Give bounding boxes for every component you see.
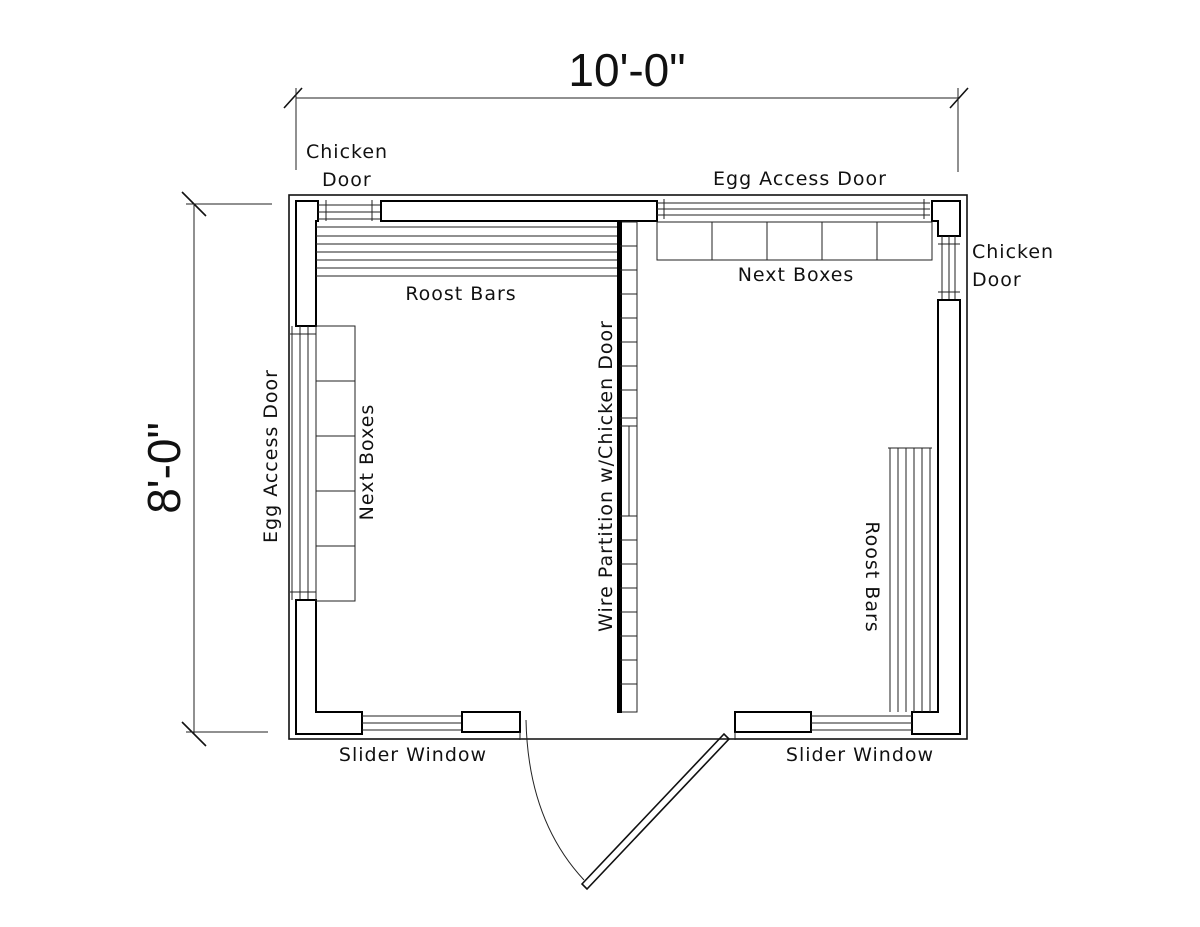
left-wall xyxy=(290,326,363,735)
top-wall xyxy=(295,199,961,327)
wire-partition xyxy=(617,221,638,713)
chicken-door-left-label-line2: Door xyxy=(322,169,372,191)
next-boxes-left-label: Next Boxes xyxy=(356,404,378,521)
chicken-door-right-label-line1: Chicken xyxy=(972,241,1054,263)
nest-boxes-top xyxy=(656,221,933,261)
egg-access-door-top-label: Egg Access Door xyxy=(713,168,887,190)
height-dimension-label: 8'-0" xyxy=(138,422,190,514)
slider-window-right-label: Slider Window xyxy=(786,744,934,766)
wire-partition-label: Wire Partition w/Chicken Door xyxy=(595,320,617,632)
chicken-door-left-label-line1: Chicken xyxy=(306,141,388,163)
roost-bars-right xyxy=(888,447,932,712)
egg-access-door-left-label: Egg Access Door xyxy=(260,369,282,543)
nest-boxes-left xyxy=(315,325,356,602)
roost-bars-top xyxy=(316,226,620,277)
roost-bars-right-label: Roost Bars xyxy=(861,521,883,632)
entry-door-swing xyxy=(525,719,731,891)
height-dimension: 8'-0" xyxy=(138,191,272,747)
width-dimension-label: 10'-0" xyxy=(568,44,685,96)
chicken-door-right-label-line2: Door xyxy=(972,269,1022,291)
outer-wall-outline xyxy=(288,194,968,740)
next-boxes-top-label: Next Boxes xyxy=(738,264,855,286)
width-dimension: 10'-0" xyxy=(283,44,969,172)
slider-window-left-label: Slider Window xyxy=(339,744,487,766)
roost-bars-top-label: Roost Bars xyxy=(405,283,516,305)
right-wall xyxy=(911,236,961,735)
bottom-wall xyxy=(362,711,912,740)
